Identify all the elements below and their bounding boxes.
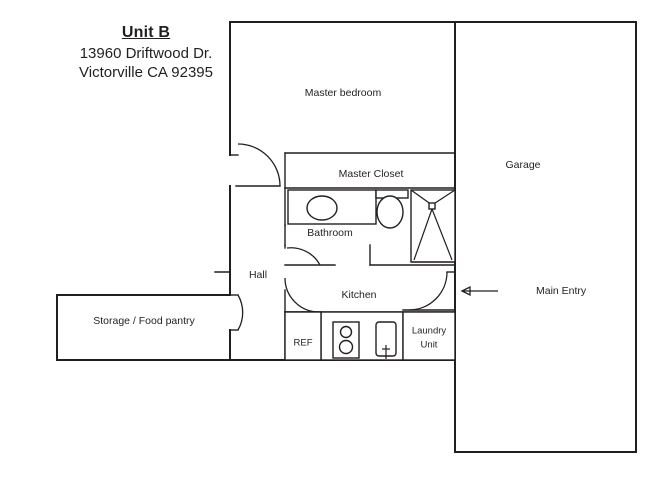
stove-range-fixture bbox=[332, 321, 360, 359]
annotation-main-entry: Main Entry bbox=[536, 285, 587, 297]
shower-fixture bbox=[410, 189, 456, 263]
toilet-fixture bbox=[375, 189, 409, 229]
fixture-label-refrigerator: REF bbox=[294, 338, 313, 349]
bathroom-outline bbox=[284, 187, 456, 266]
room-label-garage: Garage bbox=[505, 159, 540, 171]
address-street: 13960 Driftwood Dr. bbox=[79, 44, 213, 62]
pantry-door-swing bbox=[237, 294, 244, 331]
master-closet-outline bbox=[284, 152, 456, 189]
bedroom-door-swing bbox=[229, 143, 281, 187]
bathroom-door-swing bbox=[284, 244, 321, 266]
room-label-laundry-line1: Laundry bbox=[412, 326, 447, 337]
main-entry-door-swing bbox=[402, 271, 456, 311]
room-label-bathroom: Bathroom bbox=[307, 227, 353, 239]
unit-title: Unit B bbox=[121, 24, 171, 41]
refrigerator-fixture bbox=[284, 311, 322, 361]
main-entry-callout: Main Entry bbox=[460, 285, 587, 297]
room-label-storage-pantry: Storage / Food pantry bbox=[93, 315, 195, 327]
room-label-kitchen: Kitchen bbox=[341, 289, 376, 301]
kitchen-door-swing bbox=[284, 277, 320, 313]
storage-pantry-outline bbox=[56, 294, 239, 361]
address-city-state-zip: Victorville CA 92395 bbox=[79, 64, 213, 82]
room-label-hall: Hall bbox=[249, 269, 267, 281]
vanity-sink-fixture bbox=[287, 189, 377, 225]
room-label-laundry-line2: Unit bbox=[421, 340, 438, 351]
kitchen-sink-fixture bbox=[375, 321, 397, 359]
room-label-master-closet: Master Closet bbox=[339, 168, 404, 180]
title-block: Unit B 13960 Driftwood Dr. Victorville C… bbox=[56, 22, 236, 83]
room-label-master-bedroom: Master bedroom bbox=[305, 87, 382, 99]
garage-outline bbox=[454, 21, 637, 453]
laundry-unit-fixture bbox=[402, 311, 456, 361]
